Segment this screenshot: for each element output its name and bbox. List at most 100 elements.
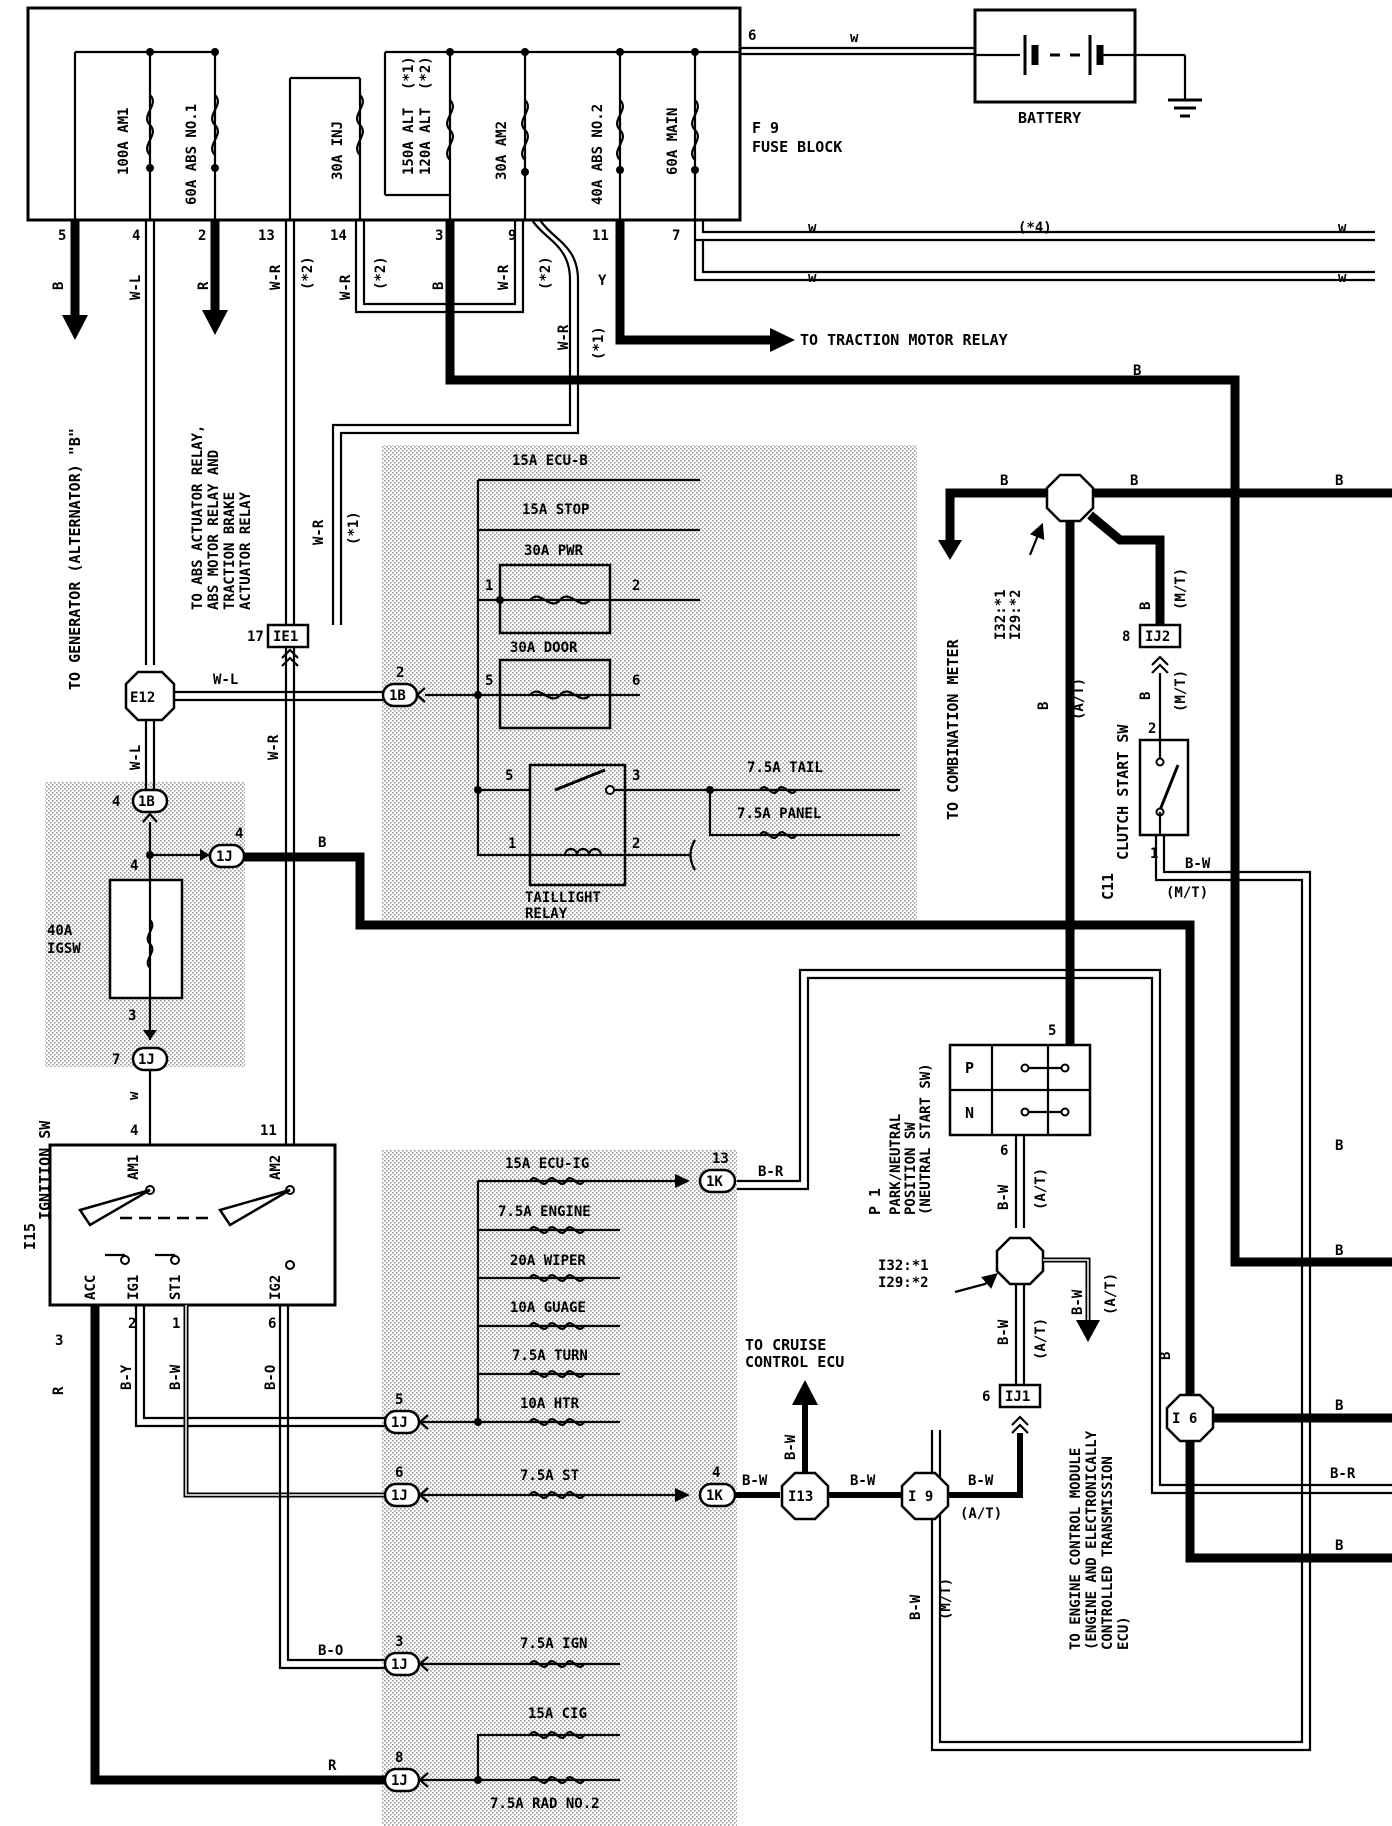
- wire-b-pn: B: [1036, 702, 1052, 710]
- pin-sw-am2: 11: [260, 1123, 277, 1139]
- pin-1j-3: 3: [395, 1634, 403, 1650]
- dest-abs-2: ABS MOTOR RELAY AND: [206, 450, 222, 610]
- splice-i13: [780, 1471, 830, 1521]
- pin-sw-st1: 1: [172, 1316, 180, 1332]
- fuse-block-name: FUSE BLOCK: [752, 138, 842, 156]
- lower-jb: 15A ECU-IG 1K 13 7.5A ENGINE 20A WIPER 1…: [383, 1151, 737, 1812]
- fuse-label-alt-120: 120A ALT: [418, 108, 434, 175]
- dest-ecm-4: ECU): [1116, 1616, 1132, 1650]
- wire-b-clutch: B: [1138, 692, 1154, 700]
- wire-bw-cruise: B-W: [783, 1434, 799, 1460]
- fuse-alt: 150A ALT (*1) 120A ALT (*2): [401, 48, 454, 175]
- splice-mid-ref-1: I32:*1: [878, 1258, 929, 1274]
- connector-ie1-label: IE1: [273, 629, 298, 645]
- connector-ij2: [1138, 623, 1182, 649]
- connector-1b-b: [131, 788, 169, 814]
- fuse-stop: 15A STOP: [522, 502, 589, 518]
- wire-b-5: B: [51, 282, 67, 290]
- pin-5: 5: [58, 228, 66, 244]
- fuse-tail: 7.5A TAIL: [747, 760, 823, 776]
- wire-b-top1: B: [1130, 473, 1138, 489]
- pin-11: 11: [592, 228, 609, 244]
- wire-b-i6-out: B: [1335, 1398, 1343, 1414]
- pin-1j-8: 8: [395, 1750, 403, 1766]
- dest-cruise-2: CONTROL ECU: [745, 1353, 844, 1371]
- dest-generator: TO GENERATOR (ALTERNATOR) "B": [66, 428, 84, 690]
- pn-line1: PARK/NEUTRAL: [888, 1114, 904, 1215]
- pin-1j-4: 4: [235, 826, 243, 842]
- pin-sw-am1: 4: [130, 1123, 138, 1139]
- fuse-guage: 10A GUAGE: [510, 1300, 586, 1316]
- connector-1j-5-label: 1J: [391, 1415, 408, 1431]
- wire-bw-i9: B-W: [850, 1473, 876, 1489]
- term-am2: AM2: [268, 1155, 284, 1180]
- right-mid: B B I 6 B B B-R B-R: [737, 968, 1392, 1563]
- fuse-label-abs-no1: 60A ABS NO.1: [184, 104, 200, 205]
- wires-top: B TO GENERATOR (ALTERNATOR) "B" W-L R TO…: [51, 219, 1392, 1267]
- dest-ecm-2: (ENGINE AND ELECTRONICALLY: [1084, 1430, 1100, 1650]
- pn-p: P: [965, 1059, 974, 1077]
- dest-abs-4: ACTUATOR RELAY: [238, 491, 254, 610]
- pin-ie1: 17: [247, 629, 264, 645]
- connector-1k-4-label: 1K: [706, 1488, 723, 1504]
- splice-i9-label: I 9: [908, 1489, 933, 1505]
- connector-1j-8-label: 1J: [391, 1773, 408, 1789]
- wire-bw-ij1: B-W: [996, 1319, 1012, 1345]
- fuse-label-main: 60A MAIN: [665, 108, 681, 175]
- pin-14: 14: [330, 228, 347, 244]
- pin-sw-ig2: 6: [268, 1316, 276, 1332]
- fuse-label-abs-no2: 40A ABS NO.2: [590, 104, 606, 205]
- dest-traction: TO TRACTION MOTOR RELAY: [800, 331, 1008, 349]
- dest-ecm-1: TO ENGINE CONTROL MODULE: [1068, 1448, 1084, 1650]
- fuse-ign: 7.5A IGN: [520, 1636, 587, 1652]
- wire-wr-mid: W-R: [266, 734, 282, 760]
- term-acc: ACC: [83, 1275, 99, 1300]
- wire-b-right: B: [1335, 1138, 1343, 1154]
- wire-bw-at: B-W: [968, 1473, 994, 1489]
- mark-ie1: (*1): [346, 511, 362, 545]
- splice-i6: [1165, 1393, 1215, 1443]
- pin-igsw-in: 4: [130, 858, 138, 874]
- mark-at-pn2: (A/T): [1033, 1168, 1049, 1210]
- pin-1j-7: 7: [112, 1052, 120, 1068]
- bw-chain: B-W I13 B-W TO CRUISE CONTROL ECU B-W I …: [735, 1336, 1023, 1620]
- mark-mt-i9: (M/T): [938, 1578, 954, 1620]
- splice-e12: [124, 670, 176, 722]
- wire-wr-ie1: W-R: [311, 519, 327, 545]
- mark-9b: (*1): [591, 326, 607, 360]
- term-am1: AM1: [126, 1155, 142, 1180]
- splice-i6-label: I 6: [1172, 1411, 1197, 1427]
- mark-mt-bw: (M/T): [1166, 885, 1208, 901]
- relay-label-1: TAILLIGHT: [525, 890, 601, 906]
- fuse-abs-no2: 40A ABS NO.2: [590, 48, 624, 220]
- mark-at-ecm: (A/T): [1103, 1273, 1119, 1315]
- pin-pn-6: 6: [1000, 1143, 1008, 1159]
- connector-ij1: [998, 1383, 1042, 1409]
- fuse-wiper: 20A WIPER: [510, 1253, 586, 1269]
- connector-1j-7-label: 1J: [138, 1052, 155, 1068]
- pn-line2: POSITION SW: [903, 1122, 919, 1215]
- mark-mt-clutch: (M/T): [1173, 670, 1189, 712]
- splice-e12-label: E12: [130, 690, 155, 706]
- connector-ie1: [266, 623, 310, 649]
- dest-abs-3: TRACTION BRAKE: [222, 492, 238, 610]
- connector-1k-13-label: 1K: [706, 1174, 723, 1190]
- pin-pwr-2: 2: [632, 578, 640, 594]
- pn-line3: (NEUTRAL START SW): [918, 1063, 934, 1215]
- wire-b-top2: B: [1335, 473, 1343, 489]
- fuse-label-alt-120-mark: (*2): [418, 56, 434, 90]
- pin-pn-5: 5: [1048, 1023, 1056, 1039]
- ignition-switch: 4 11 I15 IGNITION SW AM1 AM2 ACC IG1 ST1…: [21, 1120, 337, 1349]
- pin-6: 6: [748, 28, 756, 44]
- pin-pwr-1: 1: [485, 578, 493, 594]
- wire-wr-9: W-R: [496, 264, 512, 290]
- right-top: B TO COMBINATION METER B B B (A/T) B (M/…: [930, 473, 1392, 1752]
- wire-wr-9b: W-R: [556, 324, 572, 350]
- wire-w-am1: w: [126, 1091, 142, 1100]
- fuse-abs-no1: 60A ABS NO.1: [184, 48, 219, 220]
- fuse-cig: 15A CIG: [528, 1706, 587, 1722]
- connector-ij2-label: IJ2: [1145, 629, 1170, 645]
- splice-ref-2: I29:*2: [1008, 589, 1024, 640]
- wire-br-1k: B-R: [758, 1164, 784, 1180]
- fuse-label-inj: 30A INJ: [330, 121, 346, 180]
